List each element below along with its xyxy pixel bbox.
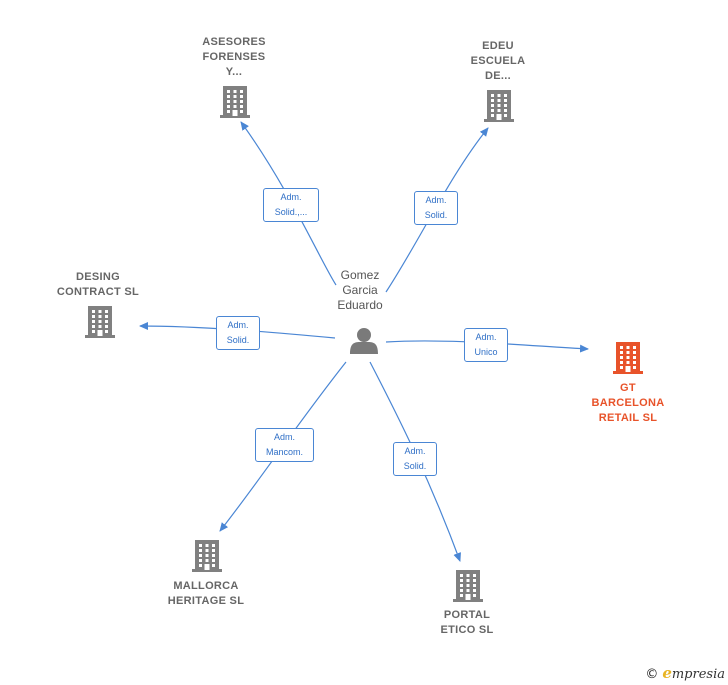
relation-label-line: Adm. [280,192,302,202]
relation-label-line: Adm. [227,320,249,330]
relation-label-line: Solid. [226,335,250,345]
relation-label-line: Adm. [425,195,447,205]
company-name-mallorca[interactable]: MALLORCA HERITAGE SL [136,579,276,609]
relation-label-line: Adm. [404,446,426,456]
brand-logo-initial: e [662,664,672,682]
relation-label-portal[interactable]: Adm. Solid. [393,442,437,476]
person-name-line: Eduardo [337,298,383,312]
company-name-edeu[interactable]: EDEU ESCUELA DE... [428,39,568,84]
company-name-desing[interactable]: DESING CONTRACT SL [28,270,168,300]
company-name-portal[interactable]: PORTAL ETICO SL [397,608,537,638]
company-name-portal-line: ETICO SL [440,624,494,636]
company-name-mallorca-line: HERITAGE SL [167,595,245,607]
company-name-edeu-line: DE... [485,70,511,82]
relation-label-line: Solid.,... [274,207,308,217]
company-name-asesores-line: ASESORES [202,36,266,48]
relation-label-line: Unico [474,347,498,357]
company-name-gt-line: GT [620,382,636,394]
company-name-mallorca-line: MALLORCA [173,580,239,592]
person-icon[interactable] [350,328,378,354]
brand-logo-text: mpresia [671,667,725,682]
company-name-gt-line: RETAIL SL [598,412,658,424]
person-name-line: Gomez [340,268,380,282]
relation-label-line: Adm. [273,432,295,442]
relation-label-edeu[interactable]: Adm. Solid. [414,191,458,225]
company-name-asesores-line: Y... [225,66,243,78]
building-icon-asesores[interactable] [220,86,250,118]
relation-label-desing[interactable]: Adm. Solid. [216,316,260,350]
company-name-edeu-line: ESCUELA [470,55,526,67]
relation-label-asesores[interactable]: Adm. Solid.,... [263,188,319,222]
building-icon-desing[interactable] [85,306,115,338]
company-name-asesores[interactable]: ASESORES FORENSES Y... [164,35,304,80]
relation-label-mallorca[interactable]: Adm. Mancom. [255,428,314,462]
relation-label-line: Solid. [424,210,448,220]
company-name-desing-line: CONTRACT SL [56,286,140,298]
building-icon-edeu[interactable] [484,90,514,122]
relation-label-line: Mancom. [265,447,303,457]
company-name-edeu-line: EDEU [482,40,514,52]
company-name-gt[interactable]: GT BARCELONA RETAIL SL [558,381,698,426]
company-name-asesores-line: FORENSES [202,51,266,63]
brand-footer: ©empresia [645,664,725,682]
relation-label-gt[interactable]: Adm. Unico [464,328,508,362]
company-name-portal-line: PORTAL [443,609,491,621]
relation-label-line: Adm. [475,332,497,342]
building-icon-gt[interactable] [613,342,643,374]
company-name-desing-line: DESING [76,271,120,283]
building-icon-portal[interactable] [453,570,483,602]
building-icon-mallorca[interactable] [192,540,222,572]
relation-label-line: Solid. [403,461,427,471]
copyright-symbol: © [645,667,659,682]
company-name-gt-line: BARCELONA [591,397,665,409]
person-name-line: Garcia [342,283,378,297]
